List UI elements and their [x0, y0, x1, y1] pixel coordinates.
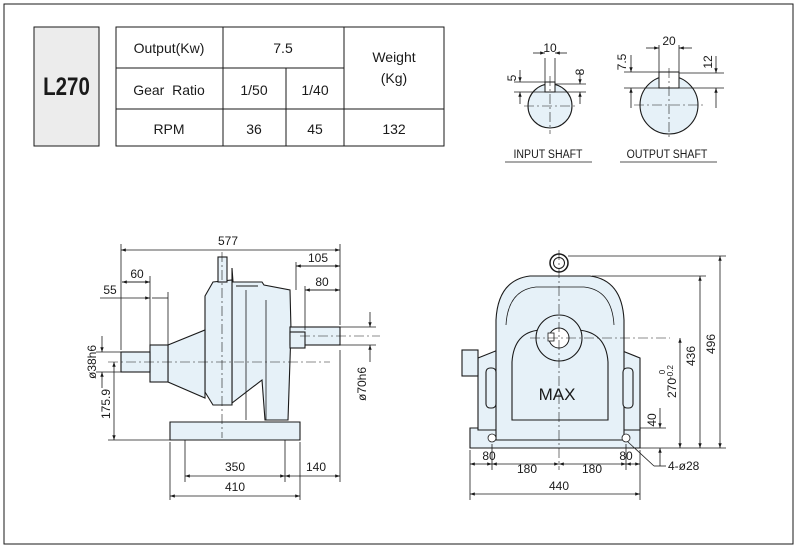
- gear-ratio-label: Gear Ratio: [133, 82, 205, 98]
- gear-ratio-1: 1/50: [240, 82, 267, 98]
- input-shaft-key-width: 10: [543, 41, 557, 55]
- side-dim-overall: 577: [218, 234, 238, 248]
- side-dim-80: 80: [315, 275, 329, 289]
- front-view-drawing: MAX 496 436 270 0 -0.2 40 80 180 180: [461, 250, 726, 500]
- side-dim-350: 350: [225, 460, 245, 474]
- output-shaft-key-width: 20: [662, 34, 676, 48]
- side-view-drawing: 577 60 55 105 80 ø38h6 175.9: [85, 234, 380, 500]
- front-dim-80-right: 80: [619, 449, 633, 463]
- side-dim-410: 410: [225, 480, 245, 494]
- front-dim-40: 40: [645, 413, 659, 427]
- front-dim-270: 270: [665, 378, 679, 398]
- input-shaft-dim-right: 8: [573, 68, 587, 75]
- front-dim-496: 496: [704, 334, 718, 354]
- side-dim-105: 105: [308, 251, 328, 265]
- side-dim-140: 140: [306, 460, 326, 474]
- output-shaft-label: OUTPUT SHAFT: [627, 148, 708, 161]
- input-shaft-dim-left: 5: [505, 74, 519, 81]
- front-dim-440: 440: [549, 479, 569, 493]
- input-shaft-section: 10 5 8 INPUT SHAFT: [505, 41, 592, 163]
- side-dim-output-dia: ø70h6: [355, 367, 369, 401]
- front-dim-180-left: 180: [517, 462, 537, 476]
- model-badge: L270: [33, 26, 100, 147]
- rpm-label: RPM: [153, 121, 184, 137]
- model-label: L270: [43, 72, 90, 100]
- output-shaft-section: 20 7.5 12 OUTPUT SHAFT: [615, 34, 724, 163]
- gear-ratio-2: 1/40: [301, 82, 328, 98]
- rpm-2: 45: [307, 121, 323, 137]
- side-dim-60: 60: [130, 267, 144, 281]
- front-dim-270-tol-bottom: -0.2: [666, 365, 675, 379]
- weight-value: 132: [382, 121, 406, 137]
- front-dim-holes: 4-ø28: [668, 459, 700, 473]
- side-dim-55: 55: [103, 283, 117, 297]
- front-dim-270-tol-top: 0: [658, 369, 667, 374]
- front-dim-436: 436: [684, 346, 698, 366]
- output-shaft-dim-right: 12: [701, 55, 715, 69]
- output-value: 7.5: [273, 40, 293, 56]
- weight-label-line1: Weight: [372, 49, 415, 65]
- page-border: [3, 3, 794, 545]
- side-dim-input-dia: ø38h6: [85, 345, 99, 379]
- max-label: MAX: [539, 385, 576, 404]
- rpm-1: 36: [246, 121, 262, 137]
- output-shaft-dim-left: 7.5: [615, 53, 629, 70]
- spec-table: Output(Kw) 7.5 Weight (Kg) Gear Ratio 1/…: [115, 26, 445, 147]
- output-label: Output(Kw): [134, 40, 205, 56]
- weight-label-line2: (Kg): [381, 70, 407, 86]
- side-dim-height: 175.9: [99, 389, 113, 419]
- front-dim-80-left: 80: [482, 449, 496, 463]
- input-shaft-label: INPUT SHAFT: [513, 148, 582, 161]
- front-dim-180-right: 180: [582, 462, 602, 476]
